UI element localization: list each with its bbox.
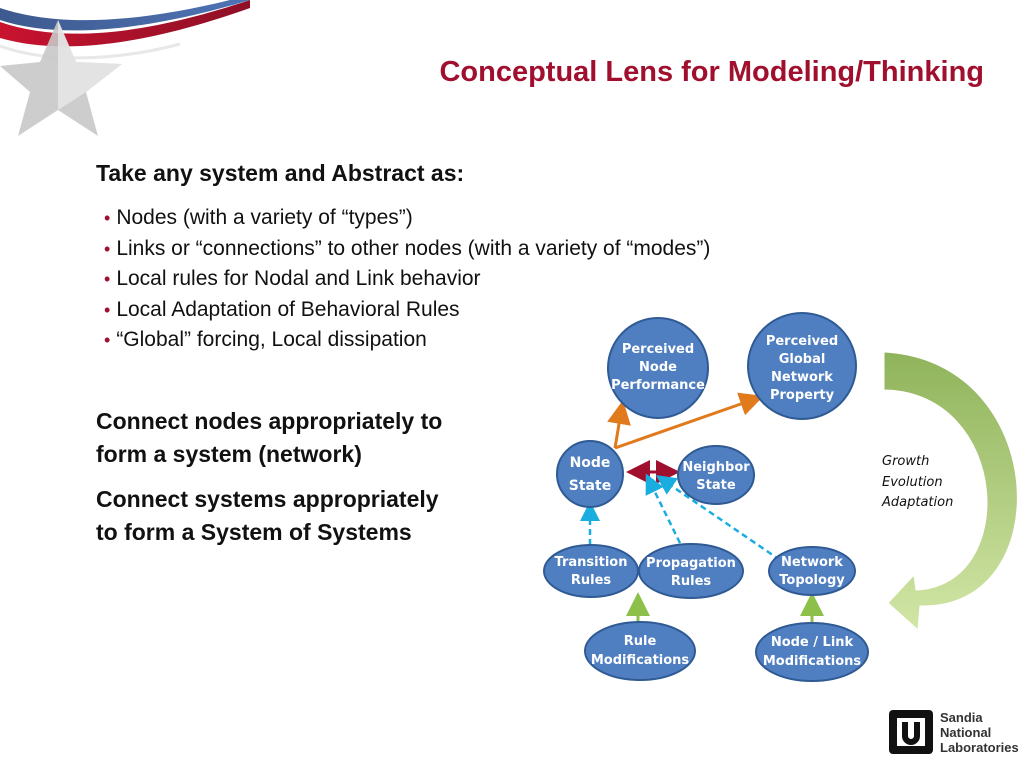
slide-title: Conceptual Lens for Modeling/Thinking [439, 56, 984, 88]
logo-line-sandia: Sandia [940, 710, 983, 725]
svg-text:Network: Network [781, 555, 843, 570]
bullet-dot-icon: • [104, 208, 111, 228]
bullet-item: •Nodes (with a variety of “types”) [104, 206, 413, 229]
svg-text:Global: Global [779, 352, 826, 367]
bullet-dot-icon: • [104, 330, 111, 350]
decorative-star-banner [0, 0, 250, 136]
bullet-item: •Links or “connections” to other nodes (… [104, 236, 711, 260]
svg-text:Modifications: Modifications [591, 653, 690, 668]
svg-text:Rules: Rules [671, 574, 712, 589]
svg-text:Rules: Rules [571, 573, 612, 588]
arrow-node-to-global [614, 392, 764, 450]
logo-line-national: National [940, 725, 991, 740]
node-transition-rules: Transition Rules [543, 544, 639, 598]
node-node-state: Node State [556, 440, 624, 508]
bullet-dot-icon: • [104, 299, 111, 320]
cycle-label-evolution: Evolution [882, 475, 943, 490]
cycle-label-adaptation: Adaptation [881, 495, 953, 510]
svg-text:Node: Node [570, 455, 611, 471]
node-propagation-rules: Propagation Rules [638, 543, 744, 599]
svg-text:Topology: Topology [779, 573, 845, 588]
svg-text:Propagation: Propagation [646, 556, 736, 571]
svg-text:Performance: Performance [611, 378, 705, 393]
arrow-node-to-performance [607, 400, 631, 449]
abstract-heading: Take any system and Abstract as: [96, 160, 465, 186]
svg-text:Perceived: Perceived [622, 342, 694, 357]
svg-text:Perceived: Perceived [766, 334, 838, 349]
node-neighbor-state: Neighbor State [677, 445, 755, 505]
node-network-topology: Network Topology [768, 546, 856, 596]
bullet-dot-icon: • [104, 238, 111, 259]
svg-text:Modifications: Modifications [763, 654, 862, 669]
node-node-link-modifications: Node / Link Modifications [755, 622, 869, 682]
bullet-item: •“Global” forcing, Local dissipation [104, 328, 427, 351]
svg-text:State: State [569, 478, 611, 494]
logo-line-laboratories: Laboratories [940, 740, 1018, 755]
bullet-list: •Nodes (with a variety of “types”) •Link… [104, 203, 710, 356]
connect-systems-heading: Connect systems appropriately to form a … [96, 486, 439, 545]
svg-text:Transition: Transition [555, 555, 628, 570]
svg-text:Rule: Rule [624, 634, 657, 649]
node-perceived-global-network-property: Perceived Global Network Property [747, 312, 857, 420]
sandia-logo: Sandia National Laboratories [888, 708, 1019, 763]
node-perceived-node-performance: Perceived Node Performance [607, 317, 709, 419]
svg-text:Property: Property [770, 388, 835, 403]
connect-nodes-heading: Connect nodes appropriately to form a sy… [96, 408, 443, 467]
svg-text:Neighbor: Neighbor [682, 460, 750, 475]
arrow-propagation-to-neighbor [645, 473, 682, 544]
svg-text:Network: Network [771, 370, 833, 385]
cycle-label-growth: Growth [882, 454, 929, 469]
svg-text:Node / Link: Node / Link [771, 635, 854, 650]
node-rule-modifications: Rule Modifications [584, 621, 696, 681]
bullet-dot-icon: • [104, 269, 111, 289]
bullet-item: •Local Adaptation of Behavioral Rules [104, 297, 460, 321]
svg-text:Node: Node [639, 360, 677, 375]
bullet-item: •Local rules for Nodal and Link behavior [104, 267, 481, 290]
growth-cycle-arrow [883, 351, 1018, 632]
svg-text:State: State [696, 478, 736, 493]
arrow-topology-to-neighbor [655, 475, 781, 562]
